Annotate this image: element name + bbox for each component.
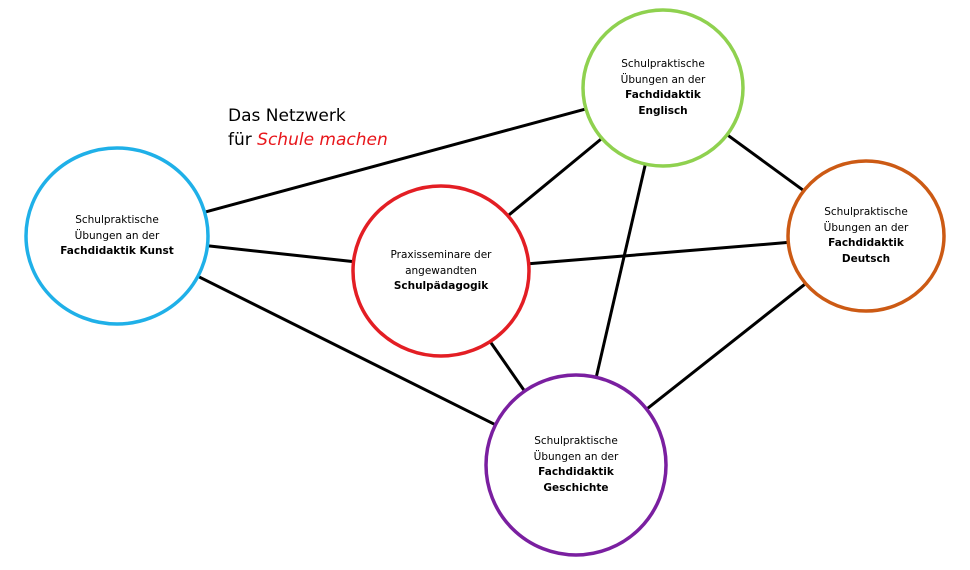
node-text-bold-line: Geschichte xyxy=(543,481,609,494)
edge-paedagogik-englisch xyxy=(506,137,603,217)
edge-englisch-geschichte xyxy=(594,163,647,378)
node-circle-paedagogik xyxy=(351,184,531,358)
node-text-line: Übungen an der xyxy=(823,221,909,234)
node-text-line: Schulpraktische xyxy=(621,58,705,70)
node-text-line: Schulpraktische xyxy=(534,435,618,447)
edge-paedagogik-geschichte xyxy=(488,340,526,392)
edge-kunst-geschichte xyxy=(197,274,497,427)
node-text-line: Übungen an der xyxy=(74,229,160,242)
node-text-line: Übungen an der xyxy=(533,450,619,463)
edge-kunst-englisch xyxy=(204,107,587,214)
node-text-line: Praxisseminare der xyxy=(390,248,492,261)
node-text-bold-line: Schulpädagogik xyxy=(393,279,489,292)
edge-deutsch-geschichte xyxy=(645,282,807,411)
node-text-bold-line: Deutsch xyxy=(841,252,891,265)
node-text-line: Übungen an der xyxy=(620,73,706,86)
node-text-bold-line: Fachdidaktik xyxy=(538,466,614,478)
title-accent: Schule machen xyxy=(257,130,388,150)
node-text-line: Schulpraktische xyxy=(824,206,908,218)
edge-englisch-deutsch xyxy=(726,133,805,192)
node-circle-deutsch xyxy=(786,159,946,313)
node-text-bold-line: Fachdidaktik xyxy=(828,237,904,249)
node-text-line: angewandten xyxy=(405,264,477,277)
title-line-2: für Schule machen xyxy=(228,128,388,152)
node-circle-geschichte xyxy=(484,373,668,557)
edge-kunst-paedagogik xyxy=(207,244,354,264)
node-text-bold-line: Fachdidaktik Kunst xyxy=(60,244,174,257)
node-text-bold-line: Fachdidaktik xyxy=(625,89,701,101)
node-circle-englisch xyxy=(581,8,745,168)
title-prefix: für xyxy=(228,130,258,150)
edge-paedagogik-deutsch xyxy=(528,240,789,266)
edges xyxy=(197,107,807,427)
node-text-bold-line: Englisch xyxy=(638,104,688,117)
node-circle-kunst xyxy=(24,146,210,326)
node-circles xyxy=(24,8,946,557)
title-line-1: Das Netzwerk xyxy=(228,106,346,126)
diagram-title: Das Netzwerk für Schule machen xyxy=(228,104,388,152)
node-text-line: Schulpraktische xyxy=(75,213,159,226)
